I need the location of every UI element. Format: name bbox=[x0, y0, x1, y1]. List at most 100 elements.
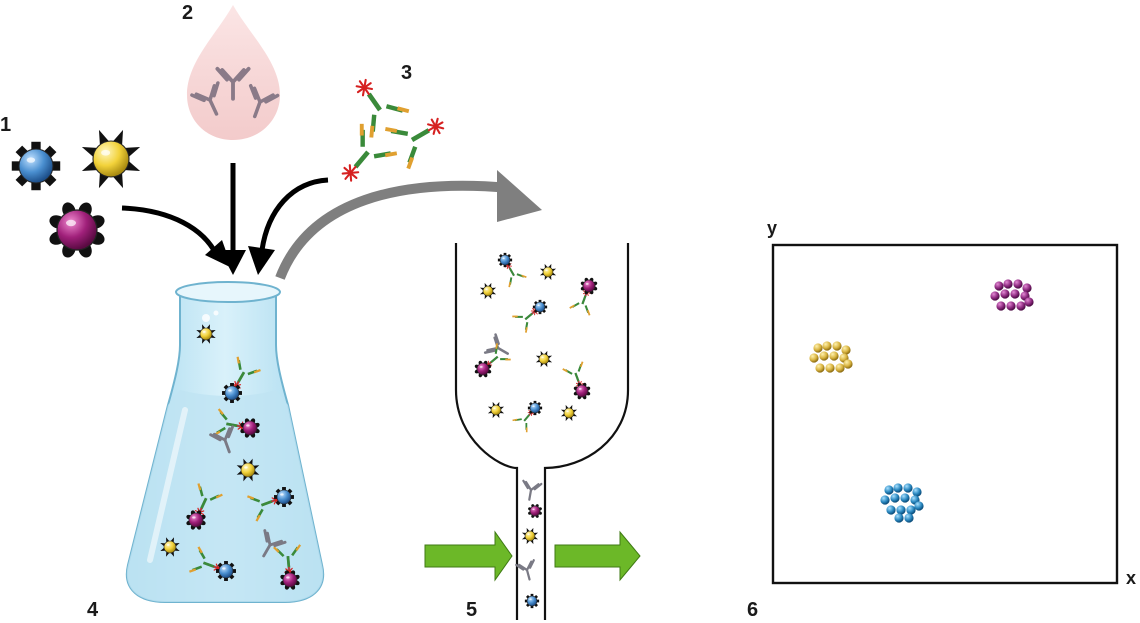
step-label-2: 2 bbox=[182, 2, 193, 24]
population-dot bbox=[1013, 279, 1023, 289]
population-dot bbox=[886, 505, 896, 515]
step-label-5: 5 bbox=[466, 599, 477, 621]
cell-blue-icon bbox=[11, 141, 61, 191]
labeled-antibody-icon bbox=[355, 78, 410, 138]
population-dot bbox=[903, 483, 913, 493]
arrow-labels-to-flask bbox=[259, 177, 329, 251]
population-dot bbox=[815, 363, 825, 373]
cell-magenta-icon bbox=[528, 504, 542, 518]
flow-cell-left-wall bbox=[454, 243, 519, 620]
cell-blue-icon bbox=[524, 593, 540, 609]
population-dot bbox=[1024, 297, 1034, 307]
bound-cell-complex bbox=[512, 400, 543, 433]
bound-cell-complex bbox=[213, 408, 260, 438]
flow-cell-right-wall bbox=[543, 243, 630, 620]
flow-cell bbox=[424, 243, 641, 620]
bound-cell-complex bbox=[186, 483, 223, 530]
labeled-antibodies bbox=[341, 78, 445, 182]
step-label-3: 3 bbox=[401, 62, 412, 84]
bound-cell-complex bbox=[497, 252, 527, 288]
cell-blue-icon bbox=[222, 383, 242, 403]
population-dot bbox=[829, 351, 839, 361]
cell-magenta-icon bbox=[573, 382, 591, 400]
population-dot bbox=[1016, 301, 1026, 311]
population-dot bbox=[1010, 289, 1020, 299]
cell-yellow-icon bbox=[236, 458, 260, 482]
antibody-icon bbox=[190, 81, 220, 116]
arrowhead-drop bbox=[220, 250, 246, 275]
process-arrows bbox=[121, 163, 542, 280]
population-dot bbox=[893, 483, 903, 493]
step-label-1: 1 bbox=[0, 114, 11, 136]
cluster-magenta-population bbox=[990, 279, 1034, 311]
population-dot bbox=[894, 513, 904, 523]
step-label-4: 4 bbox=[87, 599, 99, 621]
cell-blue-icon bbox=[216, 561, 236, 581]
fluorophore-star-icon bbox=[427, 117, 445, 135]
population-dot bbox=[904, 513, 914, 523]
population-dot bbox=[1006, 301, 1016, 311]
cell-yellow-icon bbox=[196, 324, 216, 344]
population-dot bbox=[1022, 283, 1032, 293]
population-dot bbox=[896, 505, 906, 515]
arrow-flask-to-flowcell bbox=[275, 180, 511, 280]
flask-rim bbox=[175, 281, 281, 303]
arrowhead-cells bbox=[205, 240, 232, 268]
population-dot bbox=[841, 345, 851, 355]
antibody-icon bbox=[515, 559, 535, 581]
bound-cell-complex bbox=[247, 487, 294, 522]
population-dot bbox=[912, 487, 922, 497]
cell-magenta-icon bbox=[186, 510, 206, 530]
antibody-icon bbox=[262, 529, 287, 558]
cell-blue-icon bbox=[497, 252, 513, 268]
population-dot bbox=[990, 291, 1000, 301]
population-dot bbox=[890, 493, 900, 503]
bound-cell-complex bbox=[222, 356, 261, 403]
antibody-icon bbox=[215, 66, 251, 101]
population-dot bbox=[843, 359, 853, 369]
population-dot bbox=[914, 501, 924, 511]
bound-cell-complex bbox=[562, 361, 591, 400]
labeled-antibody-icon bbox=[385, 117, 445, 170]
antibody-drop bbox=[187, 5, 280, 140]
population-dot bbox=[825, 363, 835, 373]
fluorophore-star-icon bbox=[355, 78, 374, 97]
cell-yellow-icon bbox=[535, 350, 553, 368]
antibody-icon bbox=[483, 333, 509, 355]
scatter-plot bbox=[771, 243, 1119, 585]
flow-arrow-out bbox=[554, 530, 641, 582]
population-dot bbox=[884, 485, 894, 495]
population-dot bbox=[900, 493, 910, 503]
cluster-blue-population bbox=[880, 483, 924, 523]
population-dot bbox=[906, 505, 916, 515]
population-dot bbox=[1003, 279, 1013, 289]
plot-x-label: x bbox=[1126, 568, 1136, 588]
antibody-icon bbox=[209, 425, 235, 454]
labeled-antibody-icon bbox=[341, 123, 398, 182]
cell-yellow-icon bbox=[479, 282, 497, 300]
cell-yellow-icon bbox=[81, 129, 141, 189]
population-dot bbox=[880, 495, 890, 505]
population-dot bbox=[835, 363, 845, 373]
flow-arrow-in bbox=[424, 530, 513, 582]
cell-yellow-icon bbox=[539, 263, 557, 281]
population-dot bbox=[822, 341, 832, 351]
cell-population bbox=[11, 129, 141, 258]
bound-cell-complex bbox=[474, 343, 511, 378]
cell-blue-icon bbox=[532, 299, 548, 315]
antibody-drop-icon bbox=[187, 5, 280, 140]
fluorophore-star-icon bbox=[341, 164, 360, 182]
cell-magenta-icon bbox=[474, 360, 492, 378]
population-dot bbox=[809, 353, 819, 363]
arrowhead-labels bbox=[248, 246, 275, 275]
plot-frame bbox=[771, 243, 1119, 585]
flask bbox=[125, 281, 325, 603]
population-dot bbox=[1000, 289, 1010, 299]
cell-yellow-icon bbox=[487, 401, 505, 419]
cell-magenta-icon bbox=[280, 570, 300, 590]
step-label-6: 6 bbox=[747, 599, 758, 621]
population-dot bbox=[832, 341, 842, 351]
cell-magenta-icon bbox=[240, 418, 260, 438]
antibody-icon bbox=[248, 83, 280, 119]
